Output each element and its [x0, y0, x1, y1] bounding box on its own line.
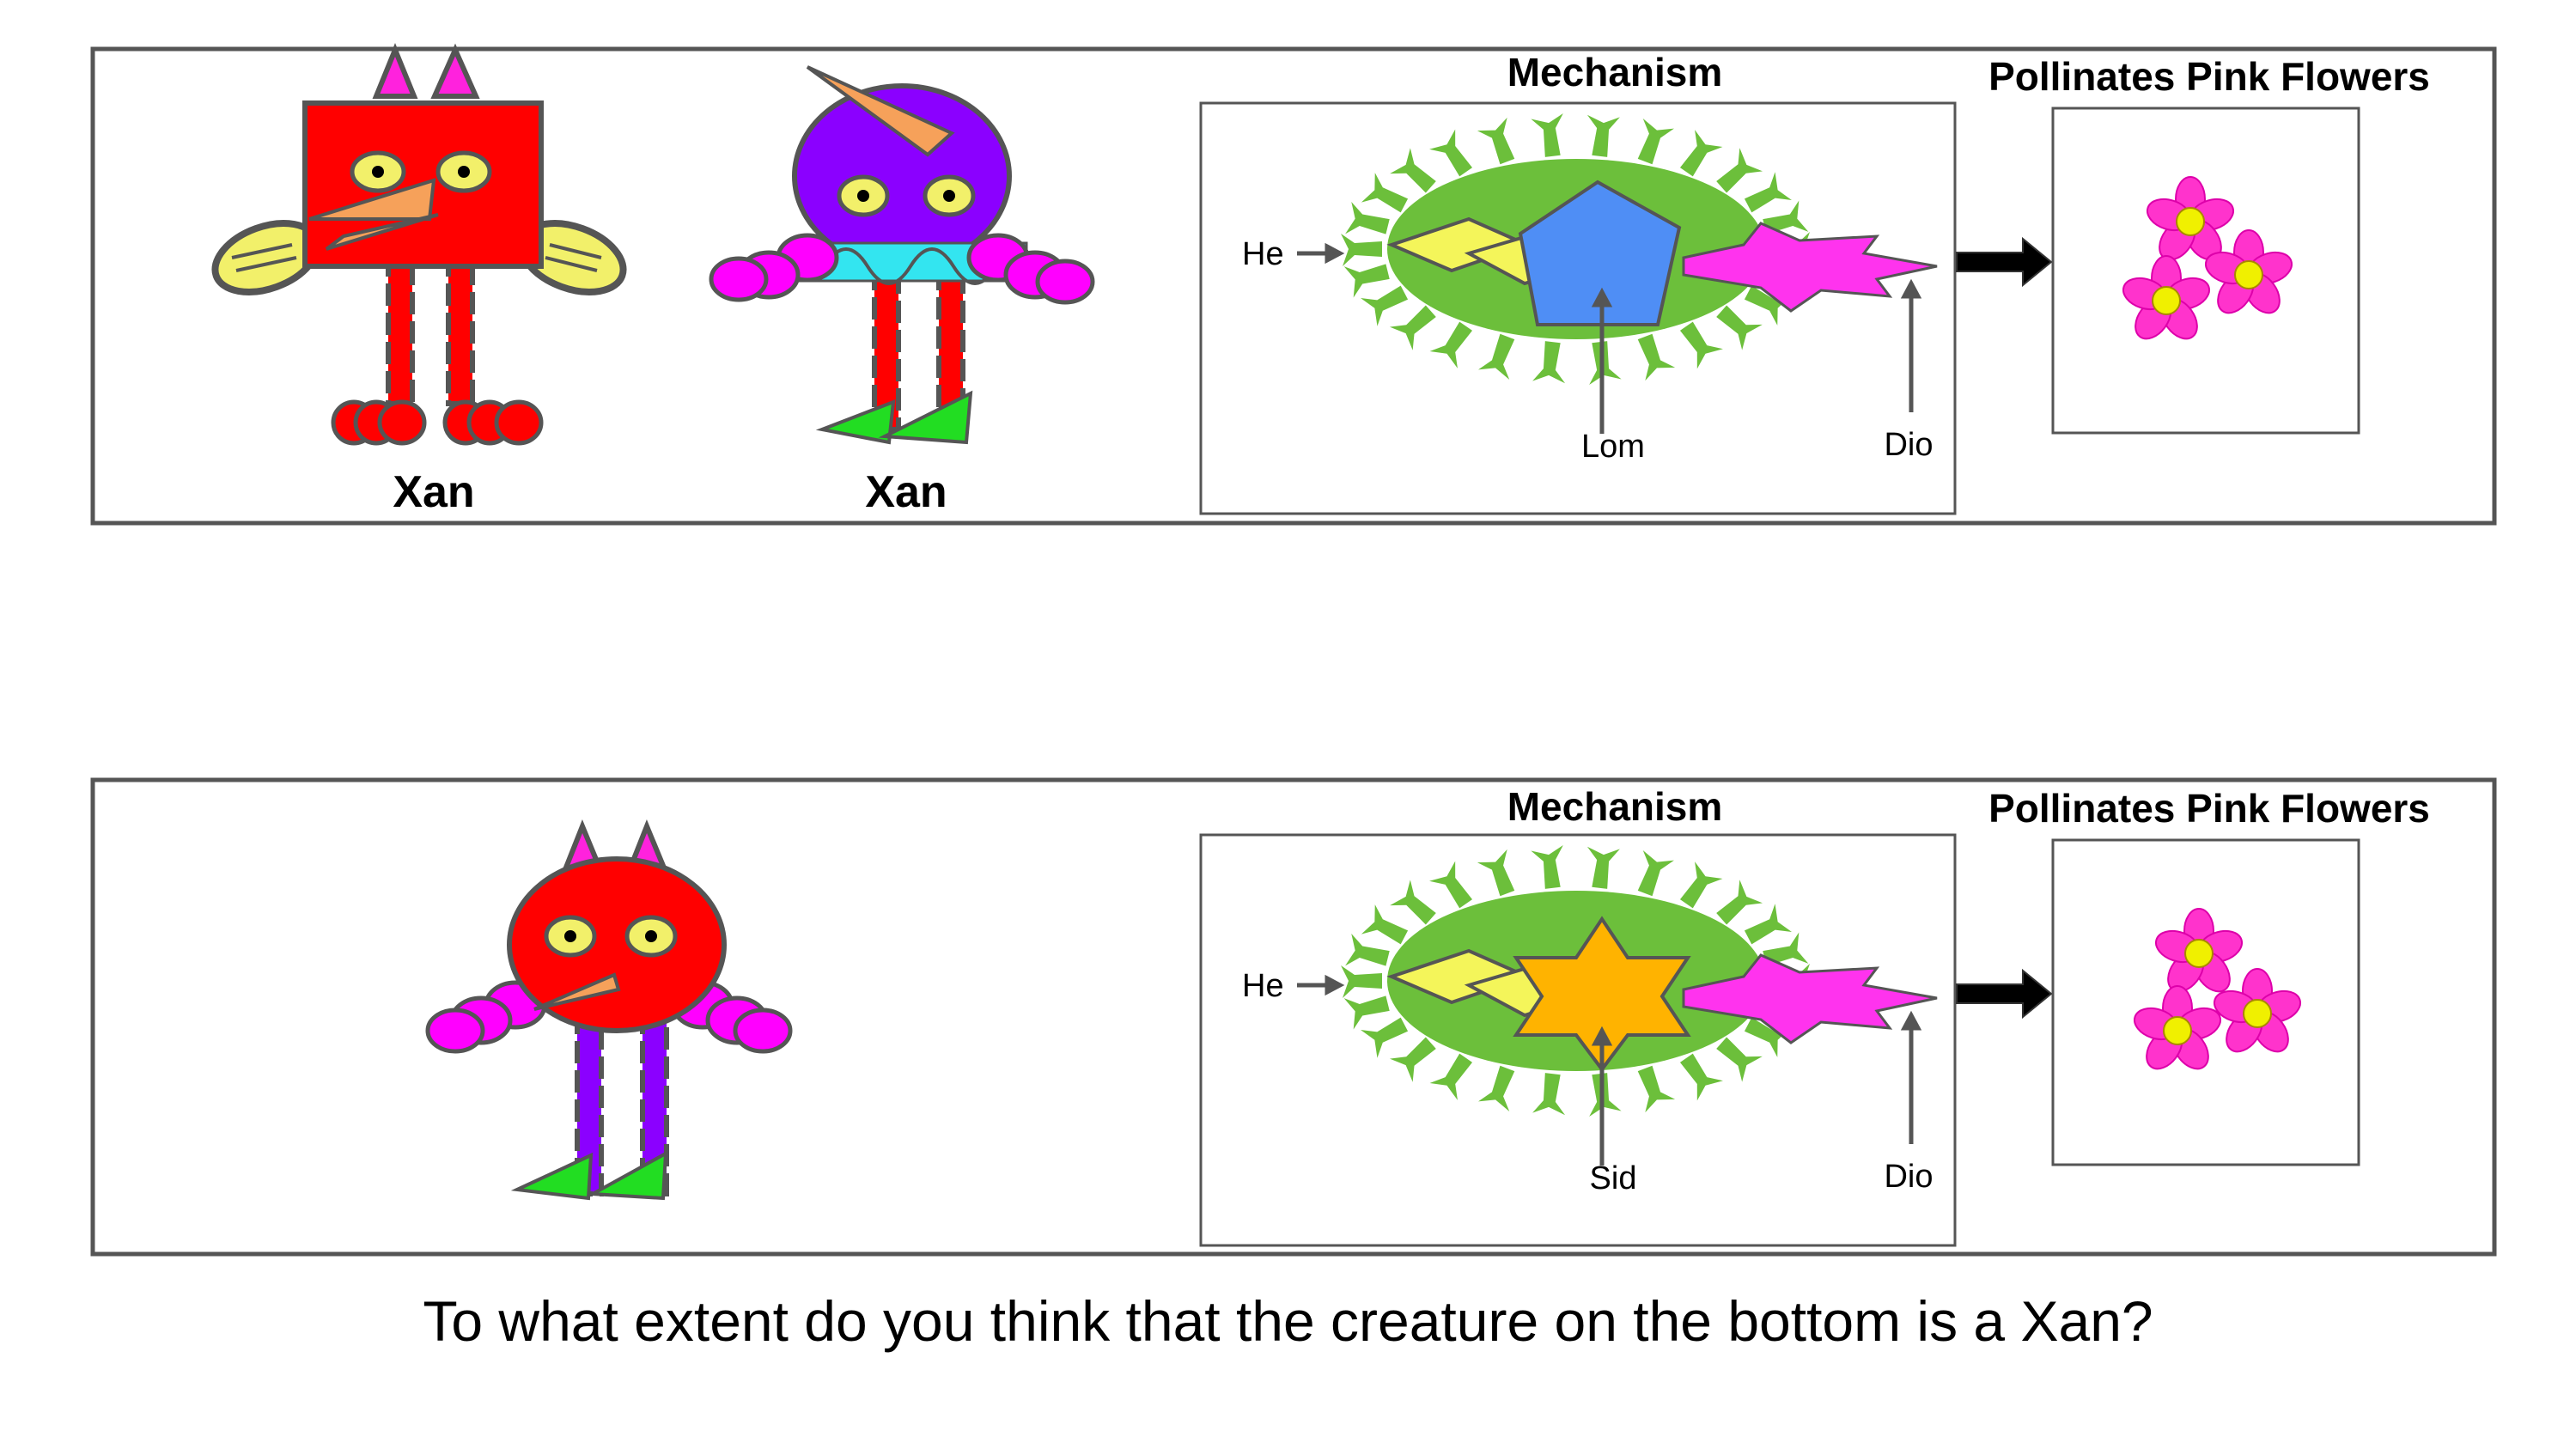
- cell-spike: [1744, 1017, 1792, 1057]
- cell-spike: [1477, 849, 1515, 897]
- cell-spike: [1477, 117, 1515, 165]
- cell-spike: [1679, 130, 1723, 177]
- bottom-label-dio: Dio: [1884, 1159, 1933, 1195]
- cell-spike: [1531, 844, 1563, 889]
- cell-spike: [1637, 118, 1674, 165]
- cell-spike: [1345, 201, 1390, 234]
- top-arrows: [1297, 242, 1922, 434]
- creature-test: [425, 819, 793, 1201]
- cell-spike: [1716, 1037, 1763, 1082]
- cell-spike: [1744, 904, 1792, 945]
- cell-spike: [1345, 933, 1390, 966]
- top-lom-shape: [1518, 180, 1682, 326]
- top-label-he: He: [1242, 236, 1284, 272]
- cell-spike: [1744, 285, 1792, 326]
- cell-spike: [1478, 1065, 1515, 1112]
- cell-spike: [1478, 333, 1515, 381]
- cell-spike: [1429, 1053, 1473, 1100]
- bottom-effect-title: Pollinates Pink Flowers: [1988, 786, 2430, 831]
- bottom-label-he: He: [1242, 968, 1284, 1004]
- cell-spike: [1744, 172, 1792, 213]
- top-label-lom: Lom: [1581, 429, 1645, 465]
- bottom-effect-arrow: [1956, 968, 2053, 1020]
- bottom-label-sid: Sid: [1590, 1160, 1637, 1196]
- cell-spike: [1532, 1073, 1566, 1116]
- cell-spike: [1589, 1073, 1622, 1117]
- cell-spike: [1390, 880, 1436, 925]
- top-effect-title: Pollinates Pink Flowers: [1988, 54, 2430, 99]
- cell-spike: [1343, 995, 1390, 1030]
- cell-spike: [1763, 932, 1809, 966]
- cell-spike: [1343, 264, 1390, 298]
- cell-spike: [1390, 148, 1436, 193]
- top-effect-arrow: [1956, 236, 2053, 288]
- creature-1-label: Xan: [393, 467, 474, 517]
- cell-spike: [1716, 148, 1763, 193]
- cell-spike: [1637, 1065, 1676, 1113]
- cell-spike: [1429, 321, 1473, 368]
- cell-spike: [1586, 846, 1620, 889]
- question-text: To what extent do you think that the cre…: [423, 1289, 2153, 1353]
- cell-spike: [1531, 113, 1563, 157]
- cell-spike: [1532, 341, 1566, 384]
- top-label-dio: Dio: [1884, 427, 1933, 463]
- cell-spike: [1679, 1053, 1723, 1101]
- cell-spike: [1763, 200, 1809, 234]
- cell-spike: [1679, 861, 1723, 909]
- cell-spike: [1341, 234, 1382, 266]
- cell-spike: [1361, 285, 1409, 326]
- cell-spike: [1716, 880, 1763, 925]
- cell-spike: [1429, 129, 1473, 177]
- cell-spike: [1637, 333, 1676, 381]
- bottom-mechanism-title: Mechanism: [1507, 784, 1723, 829]
- cell-spike: [1589, 341, 1622, 386]
- top-effect-box: [2051, 107, 2360, 435]
- cell-spike: [1586, 114, 1620, 157]
- cell-spike: [1679, 321, 1723, 369]
- top-mechanism-title: Mechanism: [1507, 50, 1723, 94]
- creature-xan-1: Xan: [211, 43, 627, 517]
- creature-xan-2: Xan: [709, 65, 1095, 517]
- cell-spike: [1637, 849, 1674, 897]
- bottom-dio-shape: [1682, 953, 1938, 1044]
- cell-spike: [1341, 965, 1382, 998]
- cell-spike: [1389, 305, 1436, 350]
- cell-spike: [1361, 173, 1409, 213]
- cell-spike: [1361, 904, 1409, 945]
- cell-spike: [1429, 861, 1473, 909]
- cell-spike: [1361, 1017, 1409, 1058]
- cell-spike: [1389, 1037, 1436, 1082]
- creature-2-label: Xan: [865, 467, 947, 517]
- top-dio-shape: [1682, 222, 1938, 313]
- cell-spike: [1716, 305, 1763, 350]
- bottom-arrows: [1297, 974, 1922, 1166]
- bottom-effect-box: [2051, 838, 2360, 1166]
